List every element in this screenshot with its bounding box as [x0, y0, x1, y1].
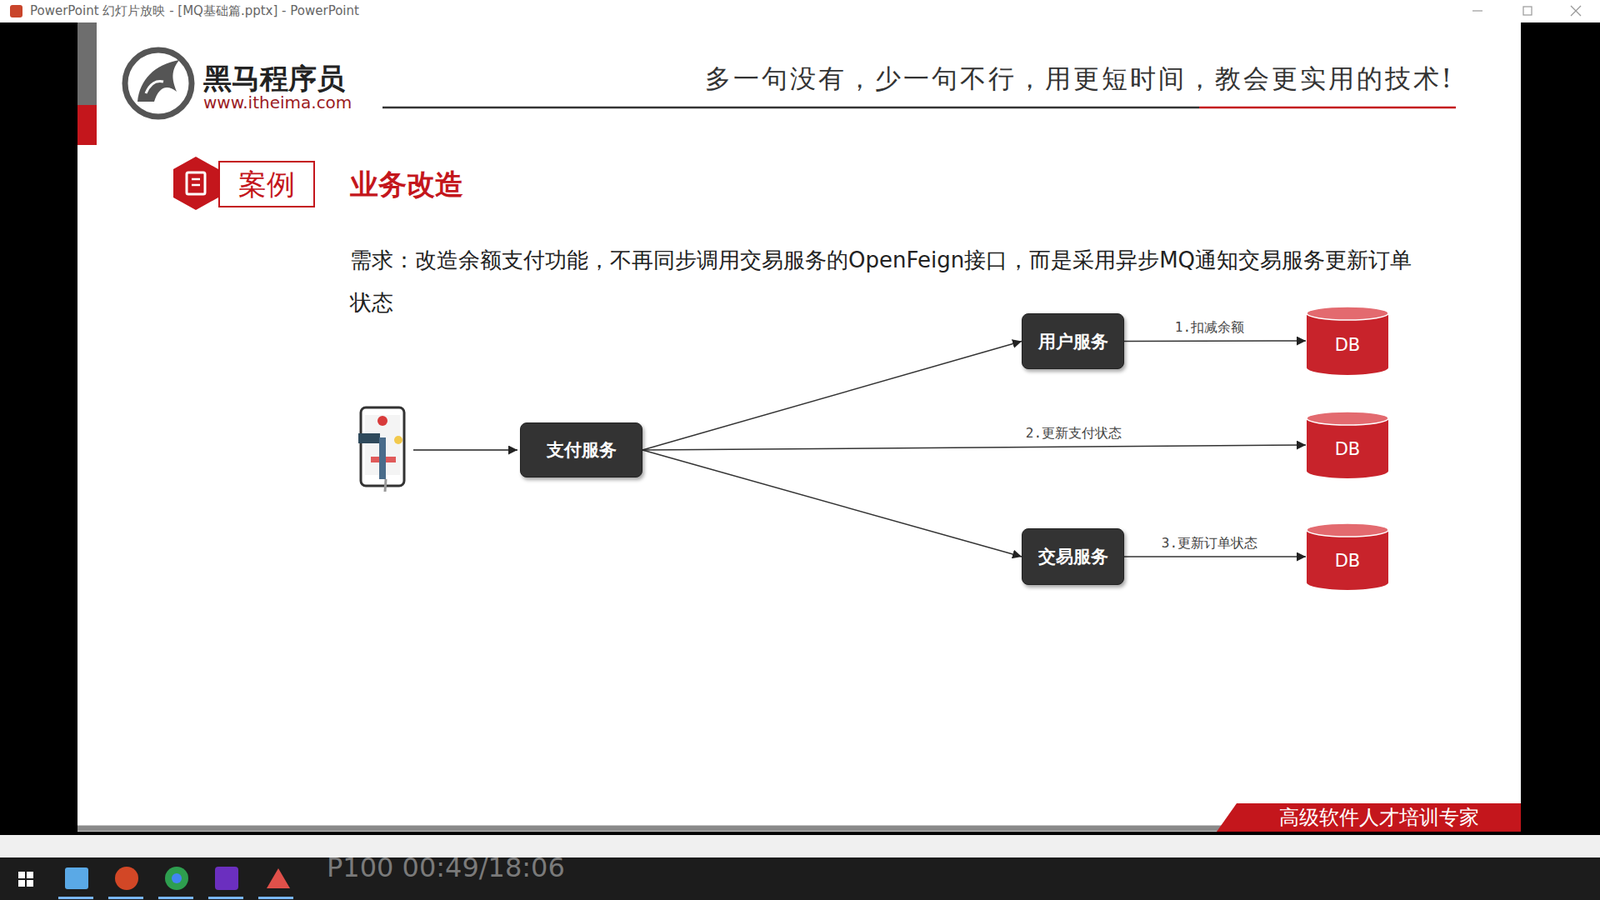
- title-bar: [0, 0, 1600, 23]
- badge-icon-line: [191, 178, 200, 181]
- database-cylinder: DB: [1305, 305, 1390, 376]
- cylinder-body: [1306, 418, 1389, 479]
- edge-label: 1.扣减余额: [1172, 319, 1247, 337]
- node-text: DB: [1335, 335, 1361, 355]
- window-controls: [1472, 5, 1581, 16]
- phone-arrow: [413, 449, 518, 451]
- requirement-text: 需求：改造余额支付功能，不再同步调用交易服务的OpenFeign接口，而是采用异…: [350, 239, 1425, 325]
- edge-label: 3.更新订单状态: [1159, 535, 1260, 553]
- badge-hexagon: [173, 156, 219, 210]
- logo-horse: [125, 50, 192, 117]
- connector-arrow: [642, 445, 1306, 450]
- cylinder-body: [1306, 530, 1389, 590]
- slide-title: 业务改造: [350, 165, 464, 205]
- service-box: 支付服务: [520, 422, 643, 478]
- connector-arrow: [1124, 555, 1306, 558]
- cylinder-body: [1306, 313, 1389, 375]
- service-box: 交易服务: [1021, 528, 1125, 585]
- node-text: 支付服务: [546, 438, 617, 462]
- connector-arrow: [1124, 340, 1306, 342]
- database-cylinder: DB: [1305, 522, 1390, 591]
- side-bar-red: [77, 105, 97, 145]
- cylinder-top: [1306, 523, 1389, 537]
- taskbar: [0, 857, 1600, 900]
- ppt-icon: [10, 5, 23, 18]
- footer-slogan: 高级软件人才培训专家: [1250, 805, 1509, 830]
- service-box: 用户服务: [1021, 313, 1125, 370]
- slide: [77, 22, 1521, 832]
- side-bar-grey: [77, 22, 97, 105]
- badge-icon: [186, 172, 205, 195]
- edge-label: 2.更新支付状态: [1023, 425, 1125, 443]
- node-text: 用户服务: [1038, 330, 1109, 354]
- node-text: DB: [1335, 550, 1361, 571]
- footer-banner: [1216, 803, 1521, 832]
- connector-arrow: [642, 341, 1022, 451]
- player-strip: [0, 835, 1600, 858]
- badge-box: [219, 161, 315, 207]
- cylinder-top: [1306, 411, 1389, 425]
- cylinder-top: [1306, 306, 1389, 320]
- badge-icon-line: [191, 184, 200, 187]
- connector-arrow: [642, 450, 1022, 557]
- logo-url: www.itheima.com: [203, 92, 352, 113]
- phone-illustration: [358, 407, 405, 492]
- window-title: PowerPoint 幻灯片放映 - [MQ基础篇.pptx] - PowerP…: [30, 3, 360, 20]
- slogan: 多一句没有，少一句不行，用更短时间，教会更实用的技术!: [705, 61, 1455, 97]
- badge-label: 案例: [219, 161, 315, 207]
- video-watermark: P100 00:49/18:06: [326, 851, 565, 884]
- header-rule: [382, 106, 1200, 110]
- database-cylinder: DB: [1305, 410, 1390, 480]
- header-rule-red: [1199, 106, 1456, 110]
- node-text: 交易服务: [1038, 545, 1109, 569]
- taskbar-icons: [18, 866, 294, 900]
- node-text: DB: [1335, 439, 1361, 460]
